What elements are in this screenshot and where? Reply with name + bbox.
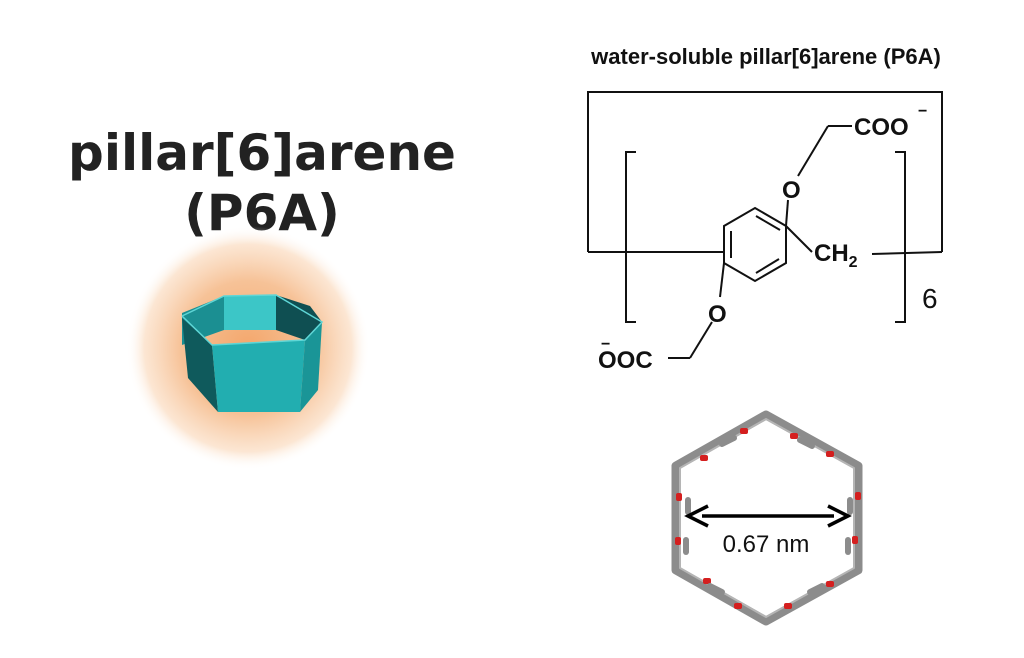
prism-right-face <box>300 322 322 412</box>
prism-inner-right <box>276 295 322 340</box>
left-bracket <box>625 151 636 323</box>
oxygen-atom <box>676 493 682 501</box>
oxygen-atom <box>826 451 834 457</box>
right-title: water-soluble pillar[6]arene (P6A) <box>590 44 941 69</box>
coo-label: COO <box>854 114 909 141</box>
diameter-arrow <box>684 504 852 528</box>
oxygen-atom <box>703 578 711 584</box>
ch2-main: CH <box>814 240 849 267</box>
model-hexagon-highlight <box>679 418 855 618</box>
oxygen-atom <box>855 492 861 500</box>
molecular-model: 0.67 nm <box>671 410 863 626</box>
bond-ring-ch2 <box>785 225 813 253</box>
ooc-charge: − <box>601 336 610 353</box>
backbone-right <box>871 251 943 255</box>
oxygen-atom <box>790 433 798 439</box>
left-title-line1: pillar[6]arene <box>68 124 456 182</box>
ch2-label: CH2 <box>814 240 858 271</box>
ooc-label: OOC <box>598 347 653 374</box>
right-bracket <box>895 151 906 323</box>
prism-front-face <box>212 340 305 412</box>
oxygen-atoms <box>675 428 861 609</box>
ring-double-1 <box>755 215 781 231</box>
ring-stub <box>807 583 825 595</box>
coo-charge: − <box>918 103 927 120</box>
diameter-label: 0.67 nm <box>723 531 810 558</box>
ring-double-2 <box>755 258 780 274</box>
right-panel: water-soluble pillar[6]arene (P6A) <box>587 44 943 626</box>
oxygen-atom <box>826 581 834 587</box>
arrow-head-right <box>827 504 852 528</box>
oxygen-atom <box>740 428 748 434</box>
bond-upper-o-ch2 <box>797 125 829 177</box>
prism-inner-back <box>224 295 276 330</box>
prism-left-face <box>182 318 218 412</box>
formula-labels: COO − O CH2 O OOC − 6 <box>598 103 938 374</box>
structural-formula <box>587 91 943 359</box>
bond-ring-lower-o <box>719 262 725 298</box>
bond-lower-o-ch2 <box>689 321 713 359</box>
oxygen-atom <box>852 536 858 544</box>
bond-ring-upper-o <box>785 199 789 227</box>
oxygen-atom <box>734 603 742 609</box>
ring-stubs <box>683 435 853 595</box>
oxygen-atom <box>784 603 792 609</box>
oxygen-atom <box>700 455 708 461</box>
ring-stub <box>719 435 737 447</box>
benzene-ring <box>723 206 787 283</box>
repeat-count: 6 <box>922 283 938 314</box>
prism-rim <box>181 294 324 346</box>
outer-frame <box>587 91 943 252</box>
model-hexagon-frame <box>671 410 863 626</box>
lower-oxygen-label: O <box>708 301 727 328</box>
ring-stub <box>797 437 815 449</box>
arrow-head-left <box>684 504 709 528</box>
upper-oxygen-label: O <box>782 177 801 204</box>
hexagonal-prism-icon <box>181 294 324 412</box>
left-panel: pillar[6]arene (P6A) <box>68 124 456 470</box>
ring-stub <box>707 583 725 595</box>
ch2-subscript: 2 <box>849 254 858 271</box>
oxygen-atom <box>675 537 681 545</box>
